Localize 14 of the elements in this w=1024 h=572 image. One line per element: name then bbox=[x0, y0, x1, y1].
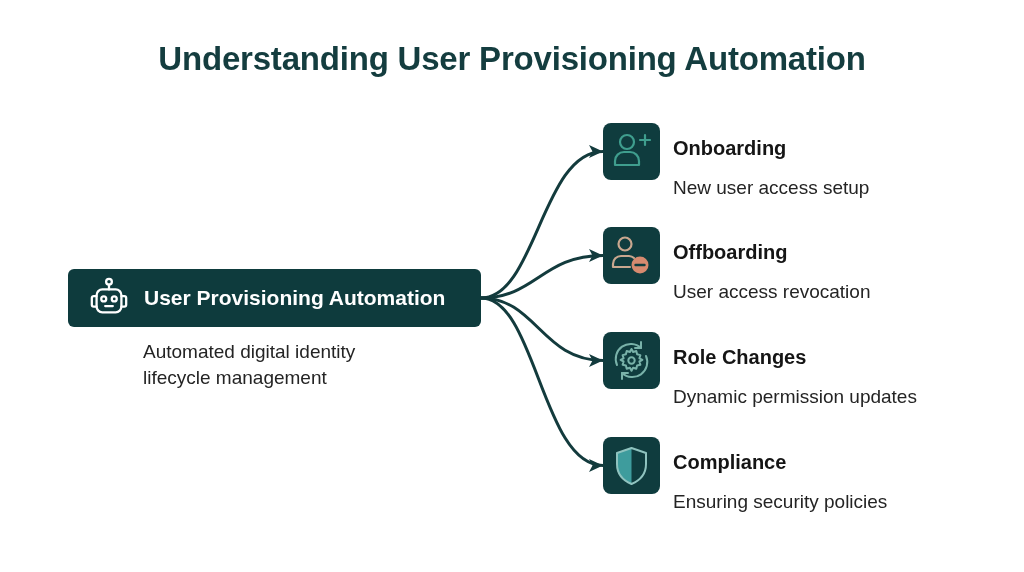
arrow bbox=[480, 249, 604, 300]
step-title: Role Changes bbox=[673, 345, 807, 369]
diagram-title: Understanding User Provisioning Automation bbox=[158, 40, 866, 77]
step-description: User access revocation bbox=[673, 280, 871, 304]
arrow bbox=[480, 296, 604, 469]
node-title: User Provisioning Automation bbox=[144, 286, 446, 310]
step-title: Onboarding bbox=[673, 136, 787, 160]
step-description: Dynamic permission updates bbox=[673, 385, 917, 409]
node-caption: Automated digital identity lifecycle management bbox=[143, 340, 357, 390]
step-description: New user access setup bbox=[673, 176, 870, 200]
step-title: Offboarding bbox=[673, 240, 788, 264]
process-box bbox=[68, 269, 481, 327]
step-title: Compliance bbox=[673, 450, 787, 474]
step-description: Ensuring security policies bbox=[673, 490, 888, 514]
